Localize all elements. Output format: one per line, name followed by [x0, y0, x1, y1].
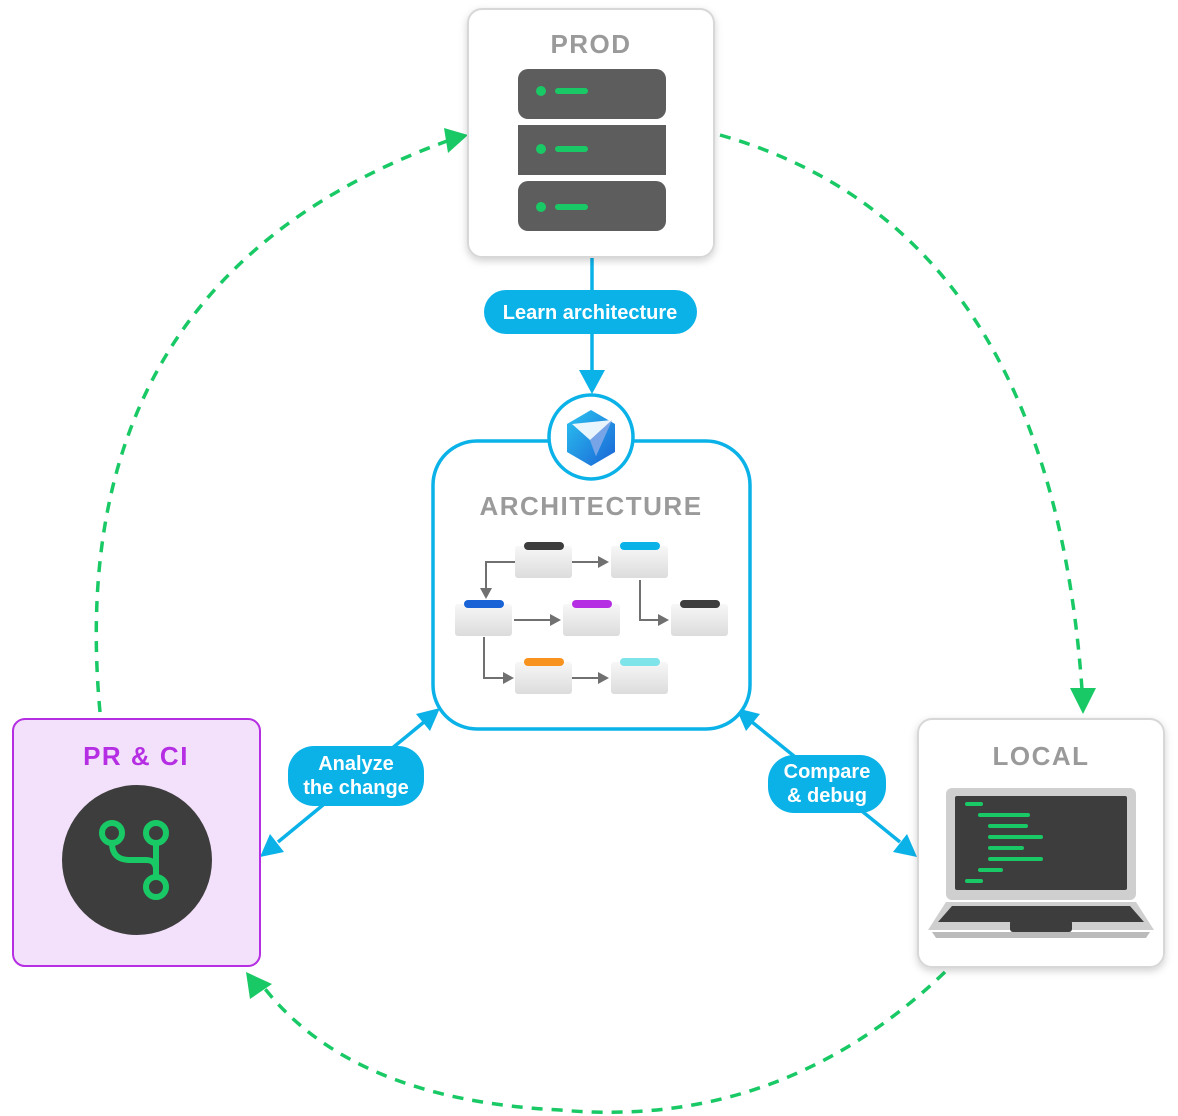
learn-architecture-pill: Learn architecture: [484, 290, 697, 334]
analyze-label-line1: Analyze: [318, 753, 394, 775]
paper-plane-logo-icon: [567, 410, 615, 466]
git-branch-icon: [99, 820, 169, 900]
mini-card: [515, 658, 572, 694]
arrowhead-local-left: [893, 834, 917, 857]
architecture-node: ARCHITECTURE: [431, 393, 752, 731]
mini-card: [455, 600, 512, 636]
architecture-title: ARCHITECTURE: [479, 491, 702, 521]
arrowhead-arch-left: [416, 708, 440, 731]
arrowhead-prod: [444, 128, 468, 153]
cycle-arrow-prod-to-local: [719, 133, 1085, 706]
local-title: LOCAL: [992, 741, 1089, 771]
compare-label-line2: & debug: [787, 785, 867, 807]
mini-card: [611, 542, 668, 578]
analyze-change-pill: Analyze the change: [288, 746, 424, 806]
arrowhead-arch-top: [579, 370, 605, 394]
pr-ci-title: PR & CI: [83, 741, 189, 771]
compare-label-line1: Compare: [784, 761, 871, 783]
cycle-arrows: [94, 128, 1096, 1114]
prod-title: PROD: [550, 29, 631, 59]
cycle-arrow-local-to-prcı: [260, 970, 947, 1114]
arrowhead-arch-right: [736, 708, 760, 731]
mini-card: [671, 600, 728, 636]
server-rack-icon: [518, 69, 666, 231]
arrowhead-local: [1070, 688, 1096, 714]
cycle-arrow-prci-to-prod: [94, 138, 451, 713]
arrowhead-prci-right: [260, 834, 284, 857]
compare-debug-pill: Compare & debug: [768, 755, 886, 813]
prod-node: PROD: [467, 8, 715, 258]
learn-architecture-label: Learn architecture: [503, 302, 678, 324]
analyze-label-line2: the change: [303, 777, 409, 799]
laptop-code-icon: [928, 788, 1154, 938]
architecture-mini-graph: [455, 542, 728, 694]
local-node: LOCAL: [917, 718, 1165, 968]
mini-card: [515, 542, 572, 578]
pr-ci-node: PR & CI: [12, 718, 261, 967]
arrowhead-prci: [246, 972, 272, 999]
mini-card: [611, 658, 668, 694]
mini-card: [563, 600, 620, 636]
